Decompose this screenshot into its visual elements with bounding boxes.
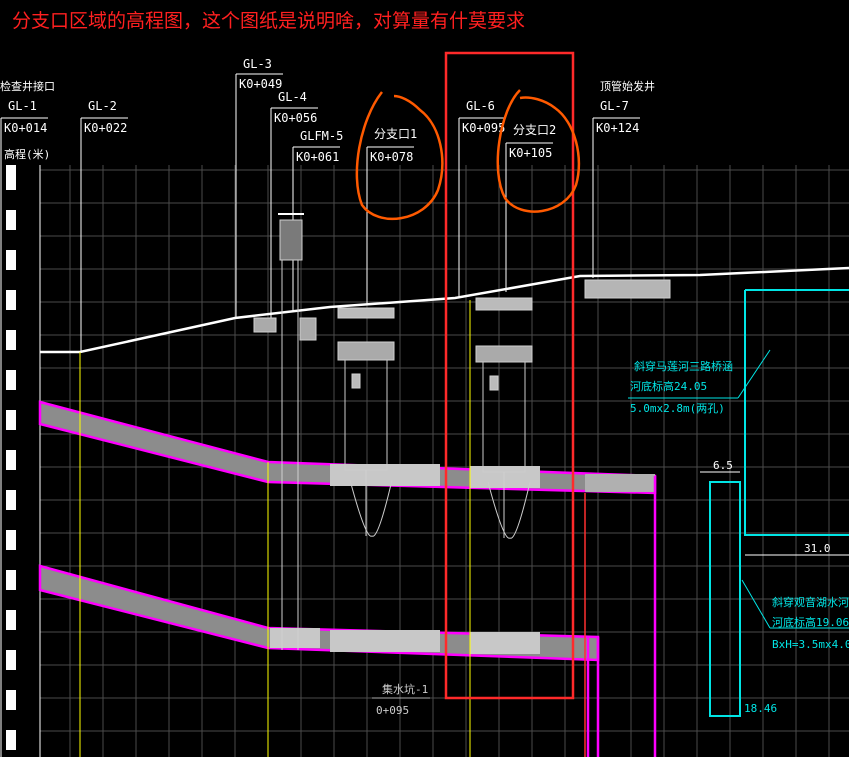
- station-chainage: K0+056: [274, 111, 317, 125]
- station-gl-1: GL-1K0+014 检查井接口: [0, 79, 55, 757]
- station-name: 分支口2: [513, 123, 556, 137]
- station-note: 顶管始发井: [600, 79, 655, 93]
- sump-label: 集水坑-1 0+095: [372, 682, 430, 717]
- river2-line3: BxH=3.5mx4.0: [772, 638, 849, 651]
- station-chainage: K0+095: [462, 121, 505, 135]
- drawing-grid: [40, 165, 849, 757]
- ruler-tick: [6, 310, 16, 330]
- ruler-tick: [6, 190, 16, 210]
- station-chainage: K0+022: [84, 121, 127, 135]
- ruler-tick: [6, 550, 16, 570]
- station-chainage: K0+078: [370, 150, 413, 164]
- river2-line2: 河底标高19.06: [772, 615, 849, 629]
- station-note: 检查井接口: [0, 79, 55, 93]
- ruler-tick: [6, 470, 16, 490]
- reference-lines: [79, 300, 471, 757]
- river1-line3: 5.0mx2.8m(两孔): [630, 402, 725, 415]
- station-chainage: K0+105: [509, 146, 552, 160]
- ruler-tick: [6, 710, 16, 730]
- river-crossing-1: 斜穿马莲河三路桥涵 河底标高24.05 5.0mx2.8m(两孔): [628, 289, 849, 536]
- station-chainage: K0+014: [4, 121, 47, 135]
- station-name: GL-7: [600, 99, 629, 113]
- river1-line1: 斜穿马莲河三路桥涵: [634, 359, 733, 373]
- ruler-tick: [6, 510, 16, 530]
- station-name: GL-2: [88, 99, 117, 113]
- dim-width-1: 6.5: [713, 459, 733, 472]
- station-gl-6: GL-6K0+095: [458, 99, 506, 298]
- station-name: GL-3: [243, 57, 272, 71]
- river1-line2: 河底标高24.05: [630, 379, 707, 393]
- ruler-tick: [6, 270, 16, 290]
- river2-line1: 斜穿观音湖水河暗涵: [772, 595, 849, 609]
- ground-surface-line: [40, 266, 849, 354]
- dim-width-2: 31.0: [804, 542, 831, 555]
- station-chainage: K0+061: [296, 150, 339, 164]
- station-name: 分支口1: [374, 127, 417, 141]
- ruler-tick: [6, 390, 16, 410]
- ruler-tick: [6, 670, 16, 690]
- station-name: GL-4: [278, 90, 307, 104]
- station-chainage: K0+124: [596, 121, 639, 135]
- ruler-tick: [6, 430, 16, 450]
- ruler-tick: [6, 350, 16, 370]
- elevation-axis: 高程(米): [4, 147, 50, 757]
- receiving-shaft: [586, 476, 657, 757]
- station-name: GLFM-5: [300, 129, 343, 143]
- station-gl-4: GL-4K0+056: [270, 90, 318, 318]
- station-chainage: K0+049: [239, 77, 282, 91]
- ruler-tick: [6, 750, 16, 757]
- station-gl-2: GL-2K0+022: [80, 99, 128, 352]
- sump-station: 0+095: [376, 704, 409, 717]
- station-glfm-5: GLFM-5K0+061: [292, 129, 343, 312]
- dim-elev: 18.46: [744, 702, 777, 715]
- station-name: GL-6: [466, 99, 495, 113]
- shaft-structures: [253, 213, 671, 650]
- river-crossing-2: 斜穿观音湖水河暗涵 河底标高19.06 BxH=3.5mx4.0 6.5 31.…: [700, 459, 849, 717]
- upper-pipe: [38, 400, 657, 495]
- station-name: GL-1: [8, 99, 37, 113]
- axis-elev-label: 高程(米): [4, 147, 50, 161]
- question-caption: 分支口区域的高程图，这个图纸是说明啥，对算量有什莫要求: [12, 10, 526, 32]
- annotation-circles: [355, 89, 581, 220]
- station-labels: GL-1K0+014 检查井接口 GL-2K0+022 GL-3K0+049GL-4K…: [0, 57, 655, 757]
- highlight-box-gl6: [444, 51, 575, 700]
- ruler-tick: [6, 230, 16, 250]
- sump-name: 集水坑-1: [382, 682, 428, 696]
- station-gl-3: GL-3K0+049: [235, 57, 283, 318]
- ruler-tick: [6, 630, 16, 650]
- station-gl-7: GL-7K0+124 顶管始发井: [592, 79, 655, 278]
- lower-pipe: [38, 564, 600, 662]
- ruler-tick: [6, 590, 16, 610]
